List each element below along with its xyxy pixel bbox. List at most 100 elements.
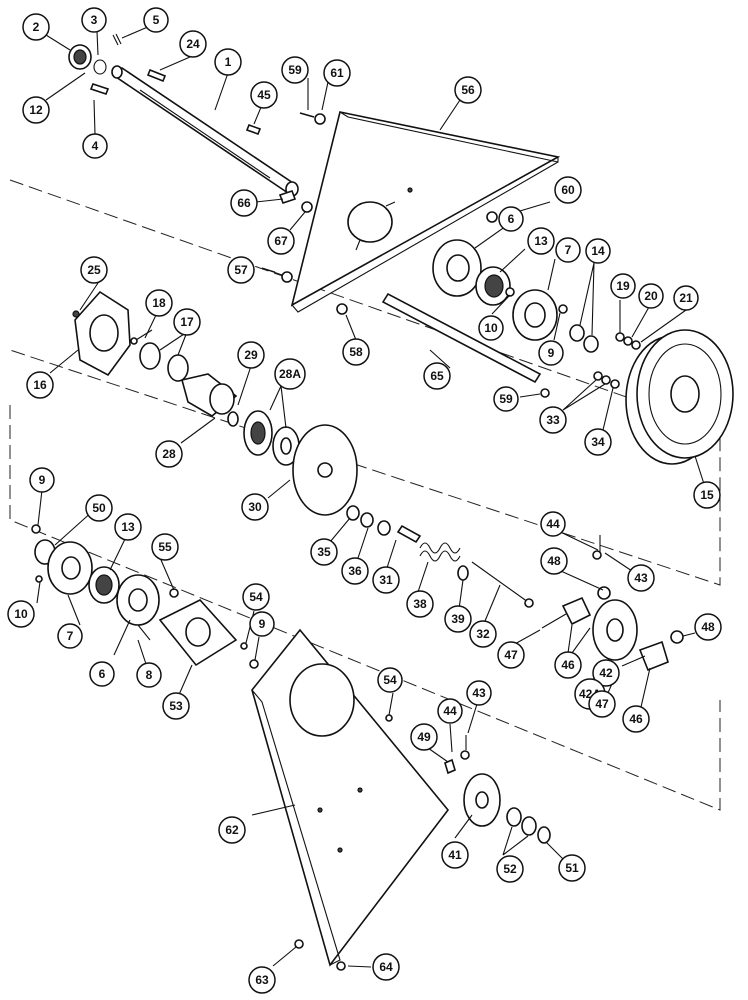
svg-text:46: 46 bbox=[561, 658, 575, 672]
washers-52 bbox=[506, 807, 537, 836]
snap-ring bbox=[93, 59, 107, 75]
callout[interactable]: 51 bbox=[558, 854, 586, 882]
roll-pin bbox=[89, 83, 110, 95]
callout[interactable]: 44 bbox=[540, 511, 566, 537]
hub bbox=[72, 290, 131, 377]
svg-text:57: 57 bbox=[234, 263, 248, 277]
callout[interactable]: 6 bbox=[498, 206, 524, 232]
callout[interactable]: 41 bbox=[441, 841, 469, 869]
callout[interactable]: 46 bbox=[554, 651, 582, 679]
svg-text:42: 42 bbox=[599, 666, 613, 680]
callout[interactable]: 38 bbox=[406, 590, 434, 618]
callout[interactable]: 33 bbox=[539, 406, 567, 434]
callout[interactable]: 6 bbox=[89, 661, 115, 687]
callout[interactable]: 67 bbox=[267, 227, 295, 255]
callout[interactable]: 28A bbox=[274, 358, 306, 390]
callout[interactable]: 59 bbox=[281, 56, 309, 84]
callout[interactable]: 29 bbox=[237, 341, 265, 369]
callout[interactable]: 55 bbox=[151, 533, 179, 561]
nut-60 bbox=[486, 211, 498, 223]
svg-text:60: 60 bbox=[561, 183, 575, 197]
callout[interactable]: 43 bbox=[627, 564, 655, 592]
callout[interactable]: 60 bbox=[554, 176, 582, 204]
callout[interactable]: 9 bbox=[538, 340, 564, 366]
callout[interactable]: 35 bbox=[310, 538, 338, 566]
callout[interactable]: 12 bbox=[22, 96, 50, 124]
callout[interactable]: 53 bbox=[162, 692, 190, 720]
callout[interactable]: 58 bbox=[342, 338, 370, 366]
svg-text:9: 9 bbox=[548, 346, 555, 360]
callout[interactable]: 61 bbox=[323, 59, 351, 87]
callout[interactable]: 20 bbox=[638, 283, 664, 309]
svg-text:44: 44 bbox=[443, 704, 457, 718]
callout[interactable]: 34 bbox=[584, 428, 612, 456]
callout[interactable]: 7 bbox=[555, 237, 581, 263]
nut-54-left bbox=[240, 642, 248, 650]
callout[interactable]: 47 bbox=[588, 690, 616, 718]
callout[interactable]: 8 bbox=[136, 662, 162, 688]
callout[interactable]: 7 bbox=[57, 623, 83, 649]
small-nuts-upper bbox=[505, 287, 568, 314]
callout[interactable]: 50 bbox=[85, 494, 113, 522]
callout[interactable]: 54 bbox=[242, 583, 270, 611]
callout[interactable]: 21 bbox=[673, 285, 699, 311]
svg-text:9: 9 bbox=[259, 617, 266, 631]
callout[interactable]: 47 bbox=[497, 641, 525, 669]
svg-text:47: 47 bbox=[595, 697, 609, 711]
callout[interactable]: 49 bbox=[410, 723, 438, 751]
svg-text:32: 32 bbox=[476, 627, 490, 641]
nut-59-lower bbox=[540, 388, 550, 398]
svg-text:52: 52 bbox=[503, 862, 517, 876]
callout[interactable]: 48 bbox=[694, 613, 722, 641]
callout[interactable]: 10 bbox=[7, 600, 35, 628]
svg-text:43: 43 bbox=[634, 571, 648, 585]
callout[interactable]: 39 bbox=[444, 605, 472, 633]
callout[interactable]: 1 bbox=[214, 48, 242, 76]
callout[interactable]: 52 bbox=[496, 855, 524, 883]
callout[interactable]: 19 bbox=[610, 273, 636, 299]
callout[interactable]: 13 bbox=[527, 227, 555, 255]
callout[interactable]: 16 bbox=[26, 371, 54, 399]
callout[interactable]: 63 bbox=[248, 966, 276, 994]
callout[interactable]: 46 bbox=[622, 705, 650, 733]
key-long bbox=[146, 68, 167, 83]
callout[interactable]: 45 bbox=[250, 81, 278, 109]
callout[interactable]: 56 bbox=[454, 76, 482, 104]
callout[interactable]: 65 bbox=[423, 362, 451, 390]
callout[interactable]: 9 bbox=[29, 467, 55, 493]
pulley bbox=[625, 329, 734, 465]
gear-small bbox=[68, 44, 92, 70]
callout[interactable]: 25 bbox=[80, 256, 108, 284]
cotter-pin bbox=[112, 33, 122, 46]
callout[interactable]: 10 bbox=[478, 315, 504, 341]
callout[interactable]: 32 bbox=[469, 620, 497, 648]
callout[interactable]: 48 bbox=[540, 547, 568, 575]
callout[interactable]: 17 bbox=[173, 308, 201, 336]
callout[interactable]: 62 bbox=[218, 816, 246, 844]
callout[interactable]: 64 bbox=[372, 953, 400, 981]
callout[interactable]: 42 bbox=[592, 659, 620, 687]
callout[interactable]: 4 bbox=[82, 133, 108, 159]
callout[interactable]: 57 bbox=[227, 256, 255, 284]
callout[interactable]: 24 bbox=[179, 30, 207, 58]
callout[interactable]: 28 bbox=[155, 440, 183, 468]
callout[interactable]: 18 bbox=[145, 289, 173, 317]
disc bbox=[292, 424, 358, 516]
callout[interactable]: 15 bbox=[693, 481, 721, 509]
clutch-collar bbox=[181, 373, 238, 417]
callout[interactable]: 36 bbox=[341, 557, 369, 585]
callout[interactable]: 9 bbox=[249, 611, 275, 637]
callout[interactable]: 44 bbox=[437, 698, 463, 724]
callout[interactable]: 2 bbox=[22, 13, 50, 41]
callout[interactable]: 30 bbox=[241, 493, 269, 521]
callout[interactable]: 14 bbox=[585, 238, 611, 264]
callout[interactable]: 59 bbox=[493, 386, 519, 412]
callout[interactable]: 5 bbox=[143, 7, 169, 33]
svg-text:31: 31 bbox=[379, 573, 393, 587]
callout[interactable]: 3 bbox=[81, 7, 107, 33]
callout[interactable]: 31 bbox=[372, 566, 400, 594]
callout[interactable]: 54 bbox=[377, 667, 403, 693]
callout[interactable]: 13 bbox=[114, 513, 142, 541]
callout[interactable]: 43 bbox=[466, 680, 492, 706]
callout[interactable]: 66 bbox=[230, 189, 258, 217]
